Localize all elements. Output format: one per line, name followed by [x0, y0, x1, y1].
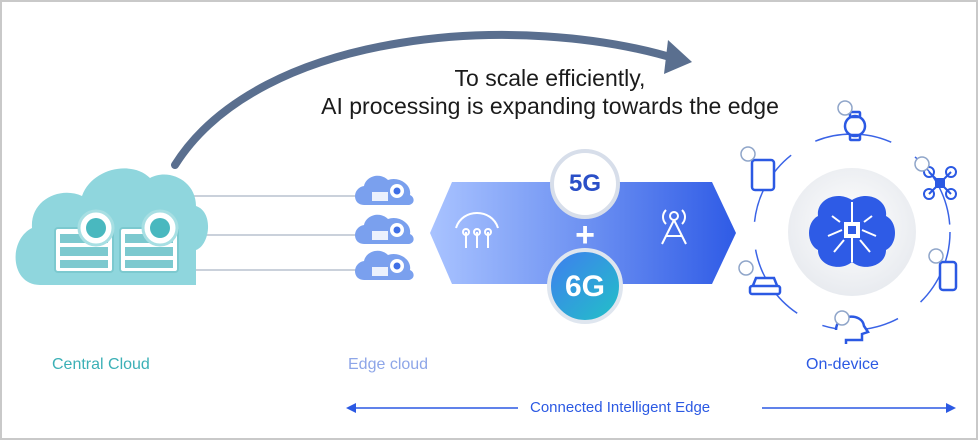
central-cloud-icon — [15, 168, 209, 285]
brain-icon — [809, 195, 895, 267]
tablet-icon — [740, 146, 776, 192]
headline: To scale efficiently, AI processing is e… — [290, 64, 810, 120]
car-icon — [738, 260, 782, 296]
6g-label: 6G — [564, 270, 606, 303]
plus-label: + — [575, 216, 595, 254]
5g-badge — [550, 149, 620, 219]
connectivity-band — [430, 182, 736, 284]
expansion-arrow — [171, 30, 684, 169]
headline-line-2: AI processing is expanding towards the e… — [321, 93, 779, 119]
expansion-arrow-head — [664, 40, 692, 74]
edge-cloud-icon — [355, 214, 414, 244]
headline-line-1: To scale efficiently, — [454, 65, 646, 91]
edge-cloud-icon — [355, 175, 414, 205]
edge-cloud-icon — [355, 250, 414, 280]
connected-edge-arrow — [346, 403, 956, 413]
connected-edge-label: Connected Intelligent Edge — [530, 399, 711, 416]
on-device-label: On-device — [806, 356, 879, 373]
watch-icon — [837, 100, 867, 142]
drone-icon — [914, 156, 957, 200]
phone-icon — [928, 248, 958, 292]
edge-cloud-label: Edge cloud — [348, 356, 429, 373]
central-cloud-label: Central Cloud — [52, 356, 150, 373]
tower-icon — [661, 209, 687, 245]
antenna-icon — [455, 212, 499, 248]
6g-badge — [547, 248, 623, 324]
head-icon — [834, 310, 870, 344]
5g-label: 5G — [568, 170, 601, 197]
